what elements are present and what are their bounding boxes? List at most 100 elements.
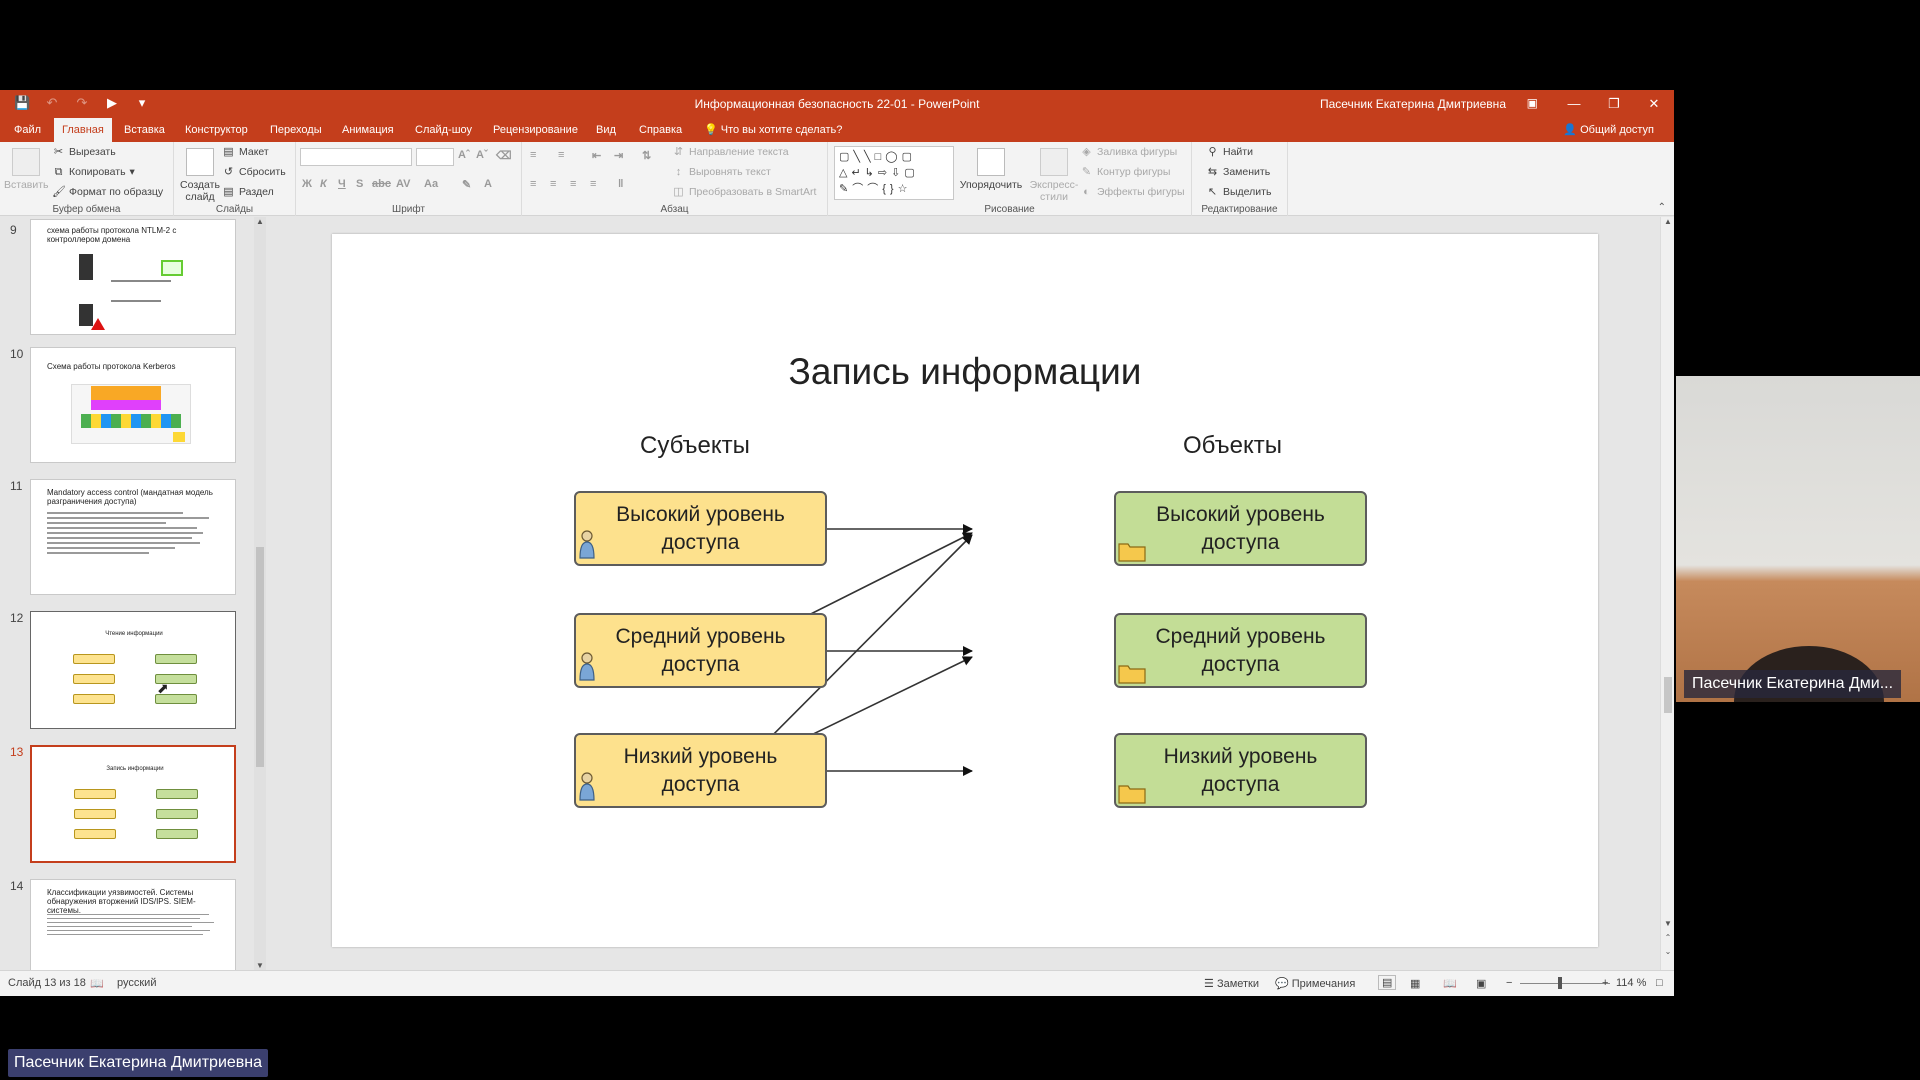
zoom-slider-handle[interactable] xyxy=(1558,977,1562,989)
change-case-icon[interactable]: Aa xyxy=(424,178,439,190)
text-direction-button[interactable]: ⇵Направление текста xyxy=(672,146,789,158)
previous-slide-icon[interactable]: ⌃ xyxy=(1664,933,1672,942)
clear-formatting-icon[interactable]: ⌫ xyxy=(496,150,512,162)
underline-icon[interactable]: Ч xyxy=(338,178,346,190)
thumbnail-image[interactable]: Запись информации xyxy=(30,745,236,863)
scrollbar-thumb[interactable] xyxy=(256,547,264,767)
tab-review[interactable]: Рецензирование xyxy=(493,124,578,136)
quick-styles-button[interactable]: Экспресс- стили xyxy=(1024,148,1084,203)
save-icon[interactable]: 💾 xyxy=(14,95,31,110)
tab-slideshow[interactable]: Слайд-шоу xyxy=(415,124,473,136)
tab-file[interactable]: Файл xyxy=(14,124,42,136)
tab-design[interactable]: Конструктор xyxy=(185,124,248,136)
italic-icon[interactable]: К xyxy=(320,178,327,190)
format-painter-button[interactable]: 🖌Формат по образцу xyxy=(52,186,163,198)
fit-to-window-icon[interactable]: □ xyxy=(1656,977,1663,989)
thumbnail-image[interactable]: Mandatory access control (мандатная моде… xyxy=(30,479,236,595)
scrollbar-thumb[interactable] xyxy=(1664,677,1672,713)
reading-view-icon[interactable]: 📖 xyxy=(1443,978,1457,990)
zoom-slider[interactable] xyxy=(1520,983,1610,984)
justify-icon[interactable]: ≡ xyxy=(590,178,597,190)
language-indicator[interactable]: русский xyxy=(117,977,157,989)
select-button[interactable]: ↖Выделить xyxy=(1206,186,1272,198)
section-button[interactable]: ▤Раздел xyxy=(222,186,273,198)
shapes-gallery[interactable]: ▢╲╲□◯▢△↵↳⇨⇩▢✎⌒⌒{}☆ xyxy=(834,146,954,200)
thumbnail-image[interactable]: Классификации уязвимостей. Системы обнар… xyxy=(30,879,236,970)
comments-button[interactable]: 💬 Примечания xyxy=(1275,977,1355,990)
scroll-down-icon[interactable]: ▼ xyxy=(256,961,264,970)
increase-font-icon[interactable]: Aˆ xyxy=(458,149,470,161)
customize-toolbar-icon[interactable]: ▾ xyxy=(138,95,146,110)
tab-transitions[interactable]: Переходы xyxy=(270,124,322,136)
zoom-out-icon[interactable]: − xyxy=(1506,977,1513,989)
find-button[interactable]: ⚲Найти xyxy=(1206,146,1253,158)
shape-outline-button[interactable]: ✎Контур фигуры xyxy=(1080,166,1171,178)
copy-button[interactable]: ⧉Копировать▾ xyxy=(52,166,135,178)
align-left-icon[interactable]: ≡ xyxy=(530,178,537,190)
paste-button[interactable]: Вставить xyxy=(4,148,49,191)
close-icon[interactable]: ✕ xyxy=(1648,96,1660,111)
replace-button[interactable]: ⇆Заменить xyxy=(1206,166,1270,178)
spellcheck-icon[interactable]: 📖 xyxy=(90,978,104,990)
zoom-in-icon[interactable]: + xyxy=(1602,977,1609,989)
participant-video-tile[interactable]: Пасечник Екатерина Дми... xyxy=(1676,376,1920,702)
tab-insert[interactable]: Вставка xyxy=(124,124,165,136)
align-center-icon[interactable]: ≡ xyxy=(550,178,557,190)
scroll-down-icon[interactable]: ▼ xyxy=(1664,919,1672,928)
tab-home[interactable]: Главная xyxy=(54,118,112,142)
minimize-icon[interactable]: — xyxy=(1567,96,1581,111)
decrease-indent-icon[interactable]: ⇤ xyxy=(592,150,602,162)
slide-title[interactable]: Запись информации xyxy=(788,351,1142,392)
strikethrough-icon[interactable]: abc xyxy=(372,178,391,190)
subjects-heading[interactable]: Субъекты xyxy=(640,432,750,459)
collapse-ribbon-icon[interactable]: ⌃ xyxy=(1657,202,1666,213)
tab-animations[interactable]: Анимация xyxy=(342,124,394,136)
zoom-level[interactable]: 114 % xyxy=(1616,977,1647,989)
font-name-field[interactable] xyxy=(300,148,412,166)
decrease-font-icon[interactable]: Aˇ xyxy=(476,149,488,161)
start-slideshow-icon[interactable]: ▶ xyxy=(107,95,117,110)
objects-heading[interactable]: Объекты xyxy=(1183,432,1282,459)
numbering-icon[interactable]: ≡ xyxy=(558,149,565,161)
signed-in-user[interactable]: Пасечник Екатерина Дмитриевна xyxy=(1319,97,1506,111)
increase-indent-icon[interactable]: ⇥ xyxy=(614,150,624,162)
tell-me-search[interactable]: 💡 Что вы хотите сделать? xyxy=(696,118,850,142)
thumbnail-image[interactable]: Чтение информации ⬈ xyxy=(30,611,236,729)
layout-button[interactable]: ▤Макет xyxy=(222,146,268,158)
undo-icon[interactable]: ↶ xyxy=(46,95,58,110)
slide-canvas[interactable]: Запись информации Субъекты Объекты Высок… xyxy=(332,234,1598,947)
new-slide-button[interactable]: Создать слайд xyxy=(178,148,222,203)
arrange-button[interactable]: Упорядочить xyxy=(956,148,1026,191)
cut-button[interactable]: ✂Вырезать xyxy=(52,146,116,158)
reset-button[interactable]: ↺Сбросить xyxy=(222,166,286,178)
shape-effects-button[interactable]: ◐Эффекты фигуры xyxy=(1080,186,1184,198)
tab-view[interactable]: Вид xyxy=(596,124,616,136)
next-slide-icon[interactable]: ⌄ xyxy=(1664,947,1672,956)
slideshow-view-icon[interactable]: ▣ xyxy=(1476,978,1487,990)
highlight-icon[interactable]: ✎ xyxy=(462,179,472,191)
tab-help[interactable]: Справка xyxy=(639,124,683,136)
font-size-field[interactable] xyxy=(416,148,454,166)
slide-sorter-icon[interactable]: ▦ xyxy=(1410,978,1421,990)
shadow-icon[interactable]: S xyxy=(356,178,364,190)
scroll-up-icon[interactable]: ▲ xyxy=(256,217,264,226)
ribbon-display-options-icon[interactable]: ▣ xyxy=(1526,96,1538,110)
thumbnail-image[interactable]: Схема работы протокола Kerberos xyxy=(30,347,236,463)
align-right-icon[interactable]: ≡ xyxy=(570,178,577,190)
slide-vertical-scrollbar[interactable]: ▲ ▼ ⌃ ⌄ xyxy=(1660,217,1674,970)
bullets-icon[interactable]: ≡ xyxy=(530,149,537,161)
smartart-button[interactable]: ◫Преобразовать в SmartArt xyxy=(672,186,816,198)
thumbnail-image[interactable]: схема работы протокола NTLM-2 с контролл… xyxy=(30,219,236,335)
redo-icon[interactable]: ↷ xyxy=(76,95,88,110)
columns-icon[interactable]: ‖ xyxy=(618,178,624,190)
scroll-up-icon[interactable]: ▲ xyxy=(1664,217,1672,226)
shape-fill-button[interactable]: ◈Заливка фигуры xyxy=(1080,146,1177,158)
share-button[interactable]: 👤 Общий доступ xyxy=(1563,118,1654,142)
line-spacing-icon[interactable]: ⇅ xyxy=(642,150,652,162)
char-spacing-icon[interactable]: AV xyxy=(396,178,411,190)
notes-button[interactable]: ☰ Заметки xyxy=(1204,977,1259,990)
